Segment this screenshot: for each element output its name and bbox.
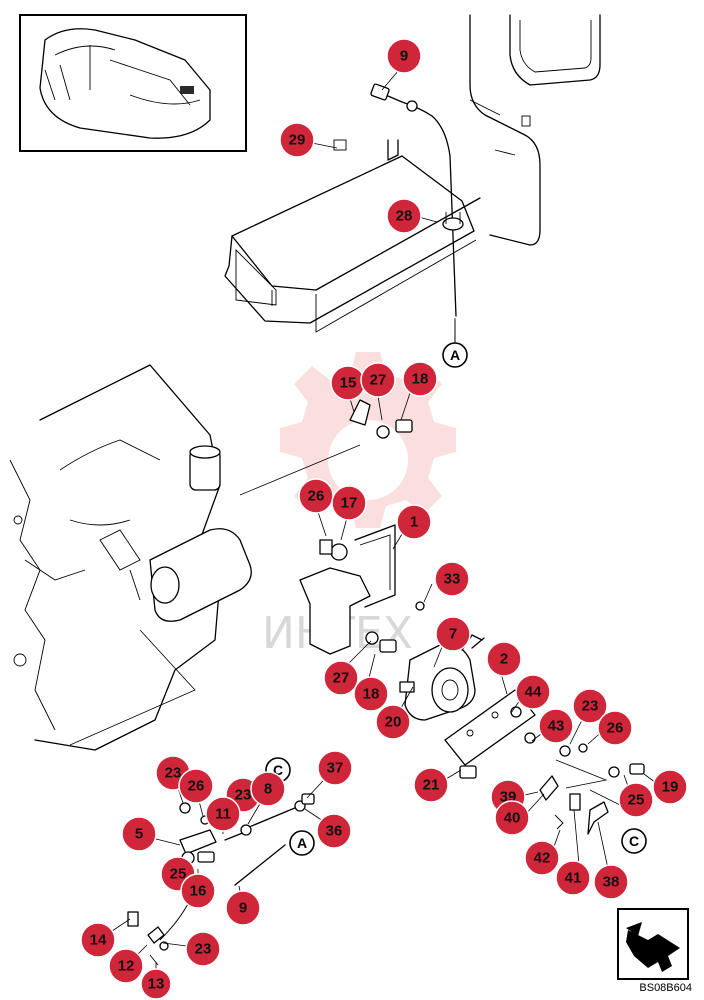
svg-text:5: 5	[135, 826, 143, 843]
cab-corner	[469, 14, 601, 246]
callout-15[interactable]: 15	[330, 365, 366, 401]
svg-text:17: 17	[341, 495, 358, 512]
reference-marker-c-right: C	[621, 828, 647, 854]
callout-36[interactable]: 36	[316, 813, 352, 849]
callout-27-top[interactable]: 27	[360, 362, 396, 398]
svg-text:44: 44	[525, 684, 542, 701]
orientation-arrow-icon	[617, 908, 689, 980]
svg-text:23: 23	[582, 698, 599, 715]
right-linkage	[539, 759, 645, 835]
lower-linkage	[127, 793, 315, 966]
svg-text:28: 28	[396, 208, 413, 225]
svg-text:25: 25	[170, 866, 187, 883]
svg-text:26: 26	[188, 778, 205, 795]
svg-text:23: 23	[235, 787, 252, 804]
callout-38[interactable]: 38	[593, 864, 629, 900]
callout-11[interactable]: 11	[205, 796, 241, 832]
svg-text:19: 19	[662, 779, 679, 796]
callout-9-top[interactable]: 9	[386, 38, 422, 74]
svg-text:37: 37	[327, 760, 344, 777]
callout-16[interactable]: 16	[180, 873, 216, 909]
svg-text:14: 14	[90, 932, 107, 949]
svg-text:20: 20	[385, 714, 402, 731]
callout-29[interactable]: 29	[279, 122, 315, 158]
callout-33[interactable]: 33	[434, 561, 470, 597]
callout-21[interactable]: 21	[413, 767, 449, 803]
callout-26-left[interactable]: 26	[298, 478, 334, 514]
svg-text:33: 33	[444, 571, 461, 588]
tank-panel	[224, 139, 481, 333]
actuator-motor	[399, 634, 485, 721]
svg-text:9: 9	[239, 900, 247, 917]
callout-26-right[interactable]: 26	[597, 710, 633, 746]
callout-19[interactable]: 19	[652, 769, 688, 805]
svg-text:41: 41	[565, 870, 582, 887]
bracket-assembly	[299, 399, 425, 655]
svg-text:21: 21	[423, 777, 440, 794]
svg-text:29: 29	[289, 132, 306, 149]
reference-label: A	[450, 347, 460, 363]
svg-text:38: 38	[603, 874, 620, 891]
svg-text:43: 43	[548, 718, 565, 735]
callout-14[interactable]: 14	[80, 922, 116, 958]
callout-12[interactable]: 12	[108, 948, 144, 984]
svg-text:23: 23	[165, 765, 182, 782]
callout-37[interactable]: 37	[317, 750, 353, 786]
callout-25-right[interactable]: 25	[618, 782, 654, 818]
callout-23-lower-c[interactable]: 23	[185, 931, 221, 967]
svg-text:27: 27	[333, 670, 350, 687]
callout-1[interactable]: 1	[396, 504, 432, 540]
callout-13[interactable]: 13	[140, 968, 172, 1000]
reference-label: C	[273, 762, 283, 778]
callout-9-bottom[interactable]: 9	[225, 890, 261, 926]
callout-43[interactable]: 43	[538, 708, 574, 744]
callout-5[interactable]: 5	[121, 816, 157, 852]
svg-text:15: 15	[340, 375, 357, 392]
callout-20[interactable]: 20	[375, 704, 411, 740]
svg-text:25: 25	[628, 792, 645, 809]
callout-28[interactable]: 28	[386, 198, 422, 234]
diagram-code: BS08B604	[639, 982, 692, 994]
svg-text:36: 36	[326, 823, 343, 840]
svg-text:42: 42	[534, 850, 551, 867]
svg-text:23: 23	[195, 941, 212, 958]
callout-41[interactable]: 41	[555, 860, 591, 896]
callout-40[interactable]: 40	[494, 800, 530, 836]
callout-42[interactable]: 42	[524, 840, 560, 876]
svg-text:1: 1	[410, 514, 418, 531]
engine-block	[9, 364, 361, 751]
callout-27-mid[interactable]: 27	[323, 660, 359, 696]
mounting-plate	[444, 689, 588, 779]
reference-label: C	[629, 833, 639, 849]
inset-overview	[19, 14, 247, 152]
callout-18-mid[interactable]: 18	[353, 676, 389, 712]
svg-text:13: 13	[148, 976, 165, 993]
svg-text:11: 11	[215, 806, 231, 823]
svg-text:7: 7	[449, 626, 457, 643]
svg-text:9: 9	[400, 48, 408, 65]
cable-top	[370, 83, 464, 342]
svg-text:18: 18	[363, 686, 380, 703]
svg-text:26: 26	[308, 488, 325, 505]
svg-text:16: 16	[190, 883, 207, 900]
callout-17[interactable]: 17	[331, 485, 367, 521]
callout-7[interactable]: 7	[435, 616, 471, 652]
svg-text:18: 18	[412, 371, 429, 388]
svg-text:8: 8	[264, 781, 272, 798]
callout-26-lower[interactable]: 26	[178, 768, 214, 804]
callout-8[interactable]: 8	[250, 771, 286, 807]
reference-marker-a-bottom: A	[289, 830, 315, 856]
svg-text:26: 26	[607, 720, 624, 737]
svg-text:27: 27	[370, 372, 387, 389]
callout-44[interactable]: 44	[515, 674, 551, 710]
reference-marker-a-top: A	[442, 342, 468, 368]
reference-label: A	[297, 835, 307, 851]
svg-text:12: 12	[118, 958, 135, 975]
callout-23-right[interactable]: 23	[572, 688, 608, 724]
callout-2[interactable]: 2	[486, 641, 522, 677]
callout-18-top[interactable]: 18	[402, 361, 438, 397]
svg-text:2: 2	[500, 651, 508, 668]
svg-text:40: 40	[504, 810, 521, 827]
